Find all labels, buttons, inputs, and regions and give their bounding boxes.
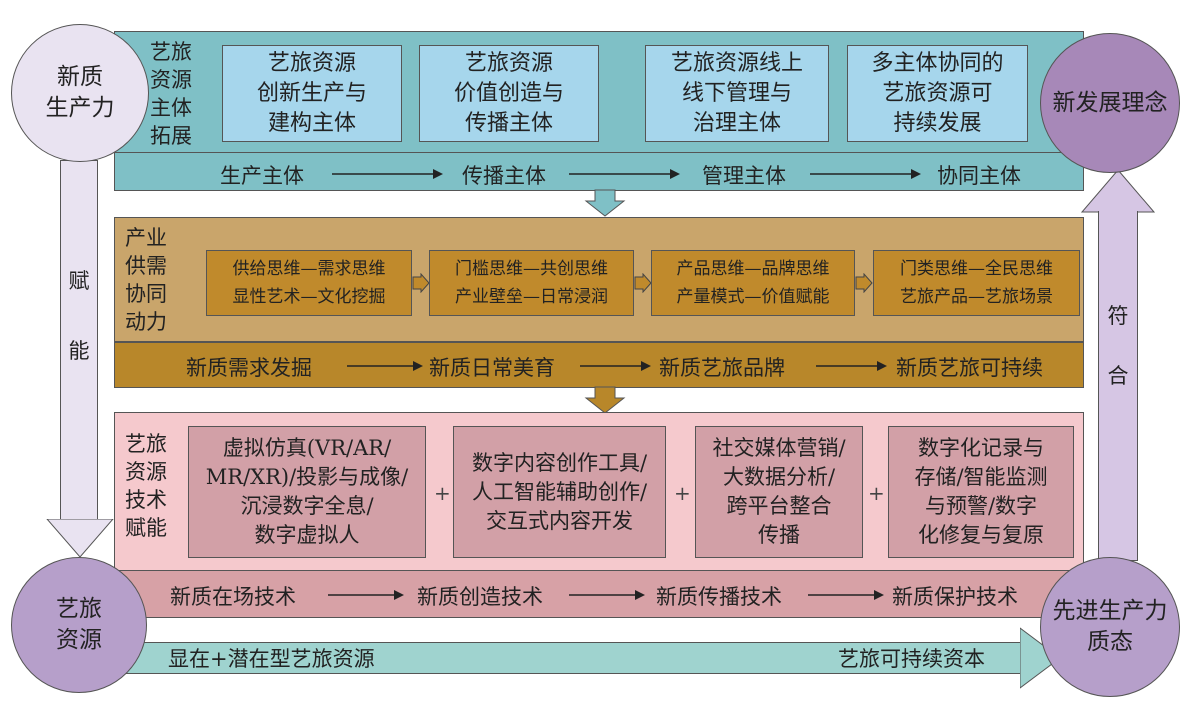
right-arrow-label-1: 符 (1107, 304, 1129, 328)
section3-flow-arrow-3-icon (808, 590, 884, 600)
left-arrow-shaft (60, 160, 98, 520)
circle-new-development-concept: 新发展理念 (1040, 33, 1180, 173)
section3-box-1: 虚拟仿真(VR/AR/ MR/XR)/投影与成像/ 沉浸数字全息/ 数字虚拟人 (188, 426, 426, 558)
section1-flow-arrow-2-icon (569, 169, 680, 179)
circle-new-quality-productivity: 新质 生产力 (11, 24, 149, 162)
circle-art-tourism-resources: 艺旅 资源 (11, 557, 147, 693)
section2-flow-1: 新质需求发掘 (186, 356, 312, 380)
section2-flow-arrow-3-icon (816, 361, 887, 371)
section3-flow-4: 新质保护技术 (892, 585, 1018, 609)
section3-flow-2: 新质创造技术 (417, 585, 543, 609)
section1-flow-arrow-3-icon (810, 169, 921, 179)
section1-box-4: 多主体协同的 艺旅资源可 持续发展 (847, 45, 1028, 142)
section3-box-3: 社交媒体营销/ 大数据分析/ 跨平台整合 传播 (695, 426, 863, 558)
section2-box-3: 产品思维—品牌思维 产量模式—价值赋能 (651, 250, 855, 316)
section3-flow-arrow-2-icon (569, 590, 645, 600)
section1-flow-arrow-1-icon (332, 169, 443, 179)
bottom-arrow-left-label: 显在+潜在型艺旅资源 (168, 647, 375, 671)
section3-plus-3: + (868, 481, 885, 505)
down-arrow-2-icon (584, 386, 626, 414)
left-arrow-label: 赋 能 (60, 250, 98, 380)
section2-box-4: 门类思维—全民思维 艺旅产品—艺旅场景 (873, 250, 1080, 316)
left-arrow-label-1: 赋 (68, 269, 90, 293)
section2-box-2: 门槛思维—共创思维 产业壁垒—日常浸润 (429, 250, 634, 316)
section1-flow-1: 生产主体 (220, 164, 304, 188)
section2-flow-4: 新质艺旅可持续 (896, 356, 1043, 380)
right-arrow-shaft (1098, 211, 1138, 561)
section2-flow-arrow-1-icon (347, 361, 423, 371)
section2-arrow-2-icon (634, 273, 652, 293)
section3-box-2: 数字内容创作工具/ 人工智能辅助创作/ 交互式内容开发 (453, 426, 666, 558)
left-arrow-label-2: 能 (68, 339, 90, 363)
section2-arrow-3-icon (855, 273, 873, 293)
section3-box-4: 数字化记录与 存储/智能监测 与预警/数字 化修复与复原 (888, 426, 1074, 558)
section3-plus-1: + (434, 481, 451, 505)
bottom-arrow-right-label: 艺旅可持续资本 (838, 647, 985, 671)
section1-box-3: 艺旅资源线上 线下管理与 治理主体 (645, 45, 829, 142)
section1-flow-4: 协同主体 (937, 164, 1021, 188)
section3-flow-3: 新质传播技术 (656, 585, 782, 609)
section3-flow-1: 新质在场技术 (170, 585, 296, 609)
section2-flow-arrow-2-icon (580, 361, 651, 371)
section3-flow-arrow-1-icon (328, 590, 404, 600)
circle-advanced-productivity-state: 先进生产力 质态 (1040, 557, 1180, 697)
section1-flow-3: 管理主体 (702, 164, 786, 188)
right-arrow-head-icon (1080, 169, 1156, 213)
section3-label: 艺旅 资源 技术 赋能 (125, 432, 167, 540)
section1-label: 艺旅 资源 主体 拓展 (150, 40, 192, 148)
section2-arrow-1-icon (412, 273, 430, 293)
down-arrow-1-icon (584, 189, 626, 217)
section1-flow-2: 传播主体 (462, 164, 546, 188)
section1-flow-divider (114, 152, 1084, 153)
section1-box-1: 艺旅资源 创新生产与 建构主体 (222, 45, 402, 142)
section2-label: 产业 供需 协同 动力 (125, 226, 167, 334)
right-arrow-label: 符 合 (1098, 290, 1138, 400)
bottom-arrow-shaft (125, 642, 1023, 674)
bottom-arrow-head-icon (1020, 627, 1061, 689)
right-arrow-label-2: 合 (1107, 364, 1129, 388)
section2-box-1: 供给思维—需求思维 显性艺术—文化挖掘 (206, 250, 412, 316)
section2-flow-3: 新质艺旅品牌 (659, 356, 785, 380)
left-arrow-head-icon (46, 519, 114, 558)
section3-flow-band (114, 570, 1084, 618)
section3-plus-2: + (674, 481, 691, 505)
section2-flow-2: 新质日常美育 (429, 356, 555, 380)
section1-box-2: 艺旅资源 价值创造与 传播主体 (419, 45, 599, 142)
